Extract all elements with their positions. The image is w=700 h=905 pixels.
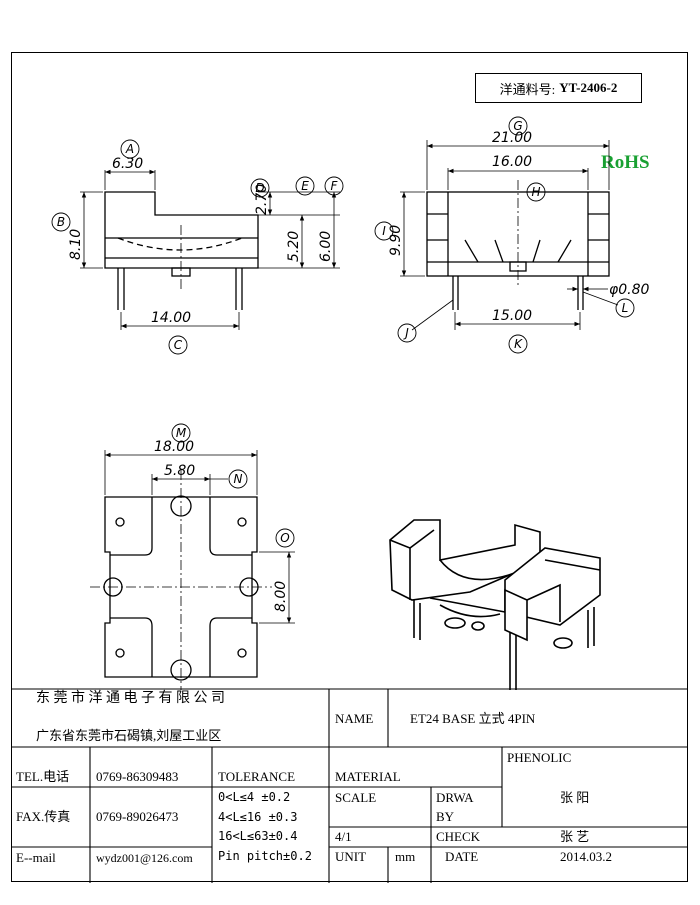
callout-h: H bbox=[531, 185, 540, 199]
scale-label: SCALE bbox=[335, 790, 377, 805]
drawing-sheet-border bbox=[11, 52, 688, 882]
company-name: 东 莞 市 洋 通 电 子 有 限 公 司 bbox=[36, 691, 225, 706]
callout-c: C bbox=[174, 338, 183, 352]
dim-d-value: 2.70 bbox=[254, 184, 270, 215]
dim-n-value: 5.80 bbox=[164, 463, 195, 479]
tolerance-line-1: 0<L≤4 ±0.2 bbox=[218, 790, 291, 804]
tolerance-label: TOLERANCE bbox=[218, 769, 296, 784]
side-view bbox=[374, 116, 635, 354]
callout-d: D bbox=[255, 181, 264, 195]
name-label: NAME bbox=[335, 711, 374, 726]
material-value: PHENOLIC bbox=[507, 750, 572, 765]
drawn-label-2: BY bbox=[436, 809, 455, 824]
tolerance-line-2: 4<L≤16 ±0.3 bbox=[218, 810, 298, 824]
dim-e-value: 5.20 bbox=[286, 231, 302, 262]
check-value: 张 艺 bbox=[560, 829, 590, 844]
tel-label: TEL.电话 bbox=[16, 769, 70, 784]
title-block-grid bbox=[11, 688, 688, 883]
callout-i: I bbox=[382, 224, 386, 238]
callout-b: B bbox=[57, 215, 65, 229]
email-label: E--mail bbox=[16, 850, 56, 865]
callout-e: E bbox=[301, 179, 309, 193]
material-label: MATERIAL bbox=[335, 769, 401, 784]
dim-l-value: φ0.80 bbox=[609, 282, 650, 298]
rohs-mark: RoHS bbox=[601, 152, 650, 173]
callout-m: M bbox=[176, 426, 187, 440]
tel-value: 0769-86309483 bbox=[96, 769, 179, 784]
isometric-view bbox=[389, 519, 601, 690]
dim-m-value: 18.00 bbox=[154, 439, 194, 455]
dim-h-value: 16.00 bbox=[492, 154, 532, 170]
dim-o-value: 8.00 bbox=[273, 581, 289, 612]
dim-b-value: 8.10 bbox=[68, 229, 84, 260]
dim-f-value: 6.00 bbox=[318, 231, 334, 262]
callout-k: K bbox=[514, 337, 523, 351]
callout-a: A bbox=[125, 142, 134, 156]
dim-c-value: 14.00 bbox=[151, 310, 191, 326]
company-address: 广东省东莞市石碣镇,刘屋工业区 bbox=[36, 728, 222, 743]
callout-l: L bbox=[622, 301, 629, 315]
dim-a-value: 6.30 bbox=[112, 156, 143, 172]
callout-j: J bbox=[403, 326, 409, 340]
name-value: ET24 BASE 立式 4PIN bbox=[410, 711, 536, 726]
date-label: DATE bbox=[445, 849, 479, 864]
part-number-label: 洋通料号: bbox=[499, 81, 556, 97]
drawn-value: 张 阳 bbox=[560, 790, 590, 805]
unit-label: UNIT bbox=[335, 849, 367, 864]
scale-value: 4/1 bbox=[335, 829, 352, 844]
dim-i-value: 9.90 bbox=[388, 225, 404, 256]
fax-label: FAX.传真 bbox=[16, 809, 71, 824]
bottom-view bbox=[90, 423, 295, 690]
part-number-value: YT-2406-2 bbox=[559, 80, 618, 95]
tolerance-line-3: 16<L≤63±0.4 bbox=[218, 829, 298, 843]
unit-value: mm bbox=[395, 849, 416, 864]
callout-n: N bbox=[234, 472, 243, 486]
fax-value: 0769-89026473 bbox=[96, 809, 179, 824]
email-value: wydz001@126.com bbox=[96, 851, 193, 865]
callout-f: F bbox=[331, 179, 339, 193]
drawn-label-1: DRWA bbox=[436, 790, 474, 805]
date-value: 2014.03.2 bbox=[560, 849, 612, 864]
front-view bbox=[51, 139, 344, 355]
check-label: CHECK bbox=[436, 829, 481, 844]
dim-g-value: 21.00 bbox=[492, 130, 532, 146]
callout-g: G bbox=[513, 119, 522, 133]
callout-o: O bbox=[280, 531, 289, 545]
part-number-box: 洋通料号: YT-2406-2 bbox=[475, 73, 642, 103]
tolerance-line-4: Pin pitch±0.2 bbox=[218, 849, 312, 863]
dim-k-value: 15.00 bbox=[492, 308, 532, 324]
